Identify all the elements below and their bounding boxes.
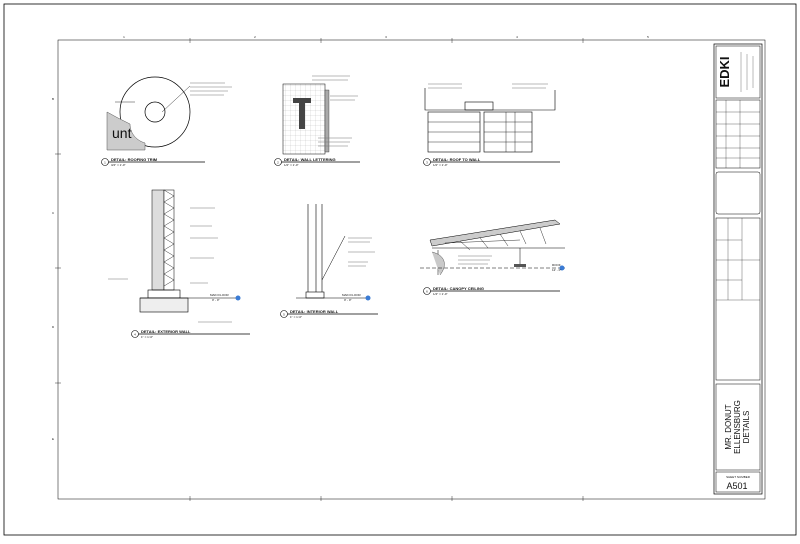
detail-number-bubble: [131, 330, 139, 338]
sheet-number: A501: [726, 481, 747, 491]
detail-title: DETAIL: CANOPY CEILING: [433, 286, 484, 291]
main-floor-label: MAIN FLOOR: [342, 293, 362, 297]
detail-number-bubble: [101, 158, 109, 166]
detail-number: 2: [277, 160, 279, 164]
column-label: 3: [385, 35, 387, 39]
detail-interior-wall: MAIN FLOOR 0' - 0": [296, 204, 375, 302]
detail-scale: 1" = 1'-0": [290, 315, 302, 319]
detail-number-bubble: [423, 287, 431, 295]
title-block: EDKI MR. DONUT ELLENSBURG DETAILS SHEET …: [713, 43, 763, 495]
roof-level-label: ROOF: [552, 263, 561, 267]
grid-ticks: [55, 38, 584, 501]
detail-number: 5: [283, 312, 285, 316]
detail-title: DETAIL: ROOF TO WALL: [433, 157, 481, 162]
column-label: 1: [123, 35, 125, 39]
detail-number: 3: [426, 160, 428, 164]
detail-roof-to-wall: [424, 83, 556, 153]
detail-title: DETAIL: WALL LETTERING: [284, 157, 336, 162]
column-label: 5: [647, 35, 649, 39]
detail-number-bubble: [280, 310, 288, 318]
detail-number: 4: [134, 332, 136, 336]
detail-exterior-wall: MAIN FLOOR 0' - 0": [108, 189, 241, 323]
row-label: D: [52, 325, 55, 329]
detail-title-lines: [103, 161, 560, 335]
svg-text:unt: unt: [112, 125, 132, 141]
sheet-border: [57, 39, 766, 500]
detail-title: DETAIL: ROOFING TRIM: [111, 157, 158, 162]
detail-number: 6: [426, 289, 428, 293]
outer-frame: [3, 3, 797, 536]
sheet-title: DETAILS: [742, 411, 751, 444]
detail-wall-lettering: [282, 75, 358, 155]
firm-logo: EDKI: [717, 56, 732, 87]
detail-number-bubble: [423, 158, 431, 166]
detail-number-bubble: [274, 158, 282, 166]
detail-number: 1: [104, 160, 106, 164]
column-label: 2: [254, 35, 256, 39]
row-label: C: [52, 211, 55, 215]
column-label: 4: [516, 35, 518, 39]
detail-scale: 1/2" = 1'-0": [433, 163, 448, 167]
detail-scale: 1" = 1'-0": [141, 335, 153, 339]
main-floor-elevation: 0' - 0": [344, 298, 352, 302]
roof-level-elevation: 12' - 0": [552, 268, 561, 272]
row-label: E: [52, 437, 54, 441]
project-name: MR. DONUT: [724, 404, 733, 449]
main-floor-elevation: 0' - 0": [212, 298, 220, 302]
detail-canopy-ceiling: ROOF 12' - 0": [420, 219, 565, 276]
main-floor-label: MAIN FLOOR: [210, 293, 230, 297]
project-location: ELLENSBURG: [733, 400, 742, 454]
detail-roofing-trim: unt: [106, 76, 232, 151]
sheet-number-label: SHEET NUMBER: [726, 475, 751, 479]
detail-scale: 1/4" = 1'-0": [433, 292, 448, 296]
detail-scale: 3/4" = 1'-0": [111, 163, 126, 167]
row-label: B: [52, 97, 54, 101]
grid-labels: 1 2 3 4 5 B C D E: [52, 35, 649, 441]
detail-title: DETAIL: INTERIOR WALL: [290, 309, 339, 314]
detail-scale: 1/2" = 1'-0": [284, 163, 299, 167]
detail-title: DETAIL: EXTERIOR WALL: [141, 329, 191, 334]
